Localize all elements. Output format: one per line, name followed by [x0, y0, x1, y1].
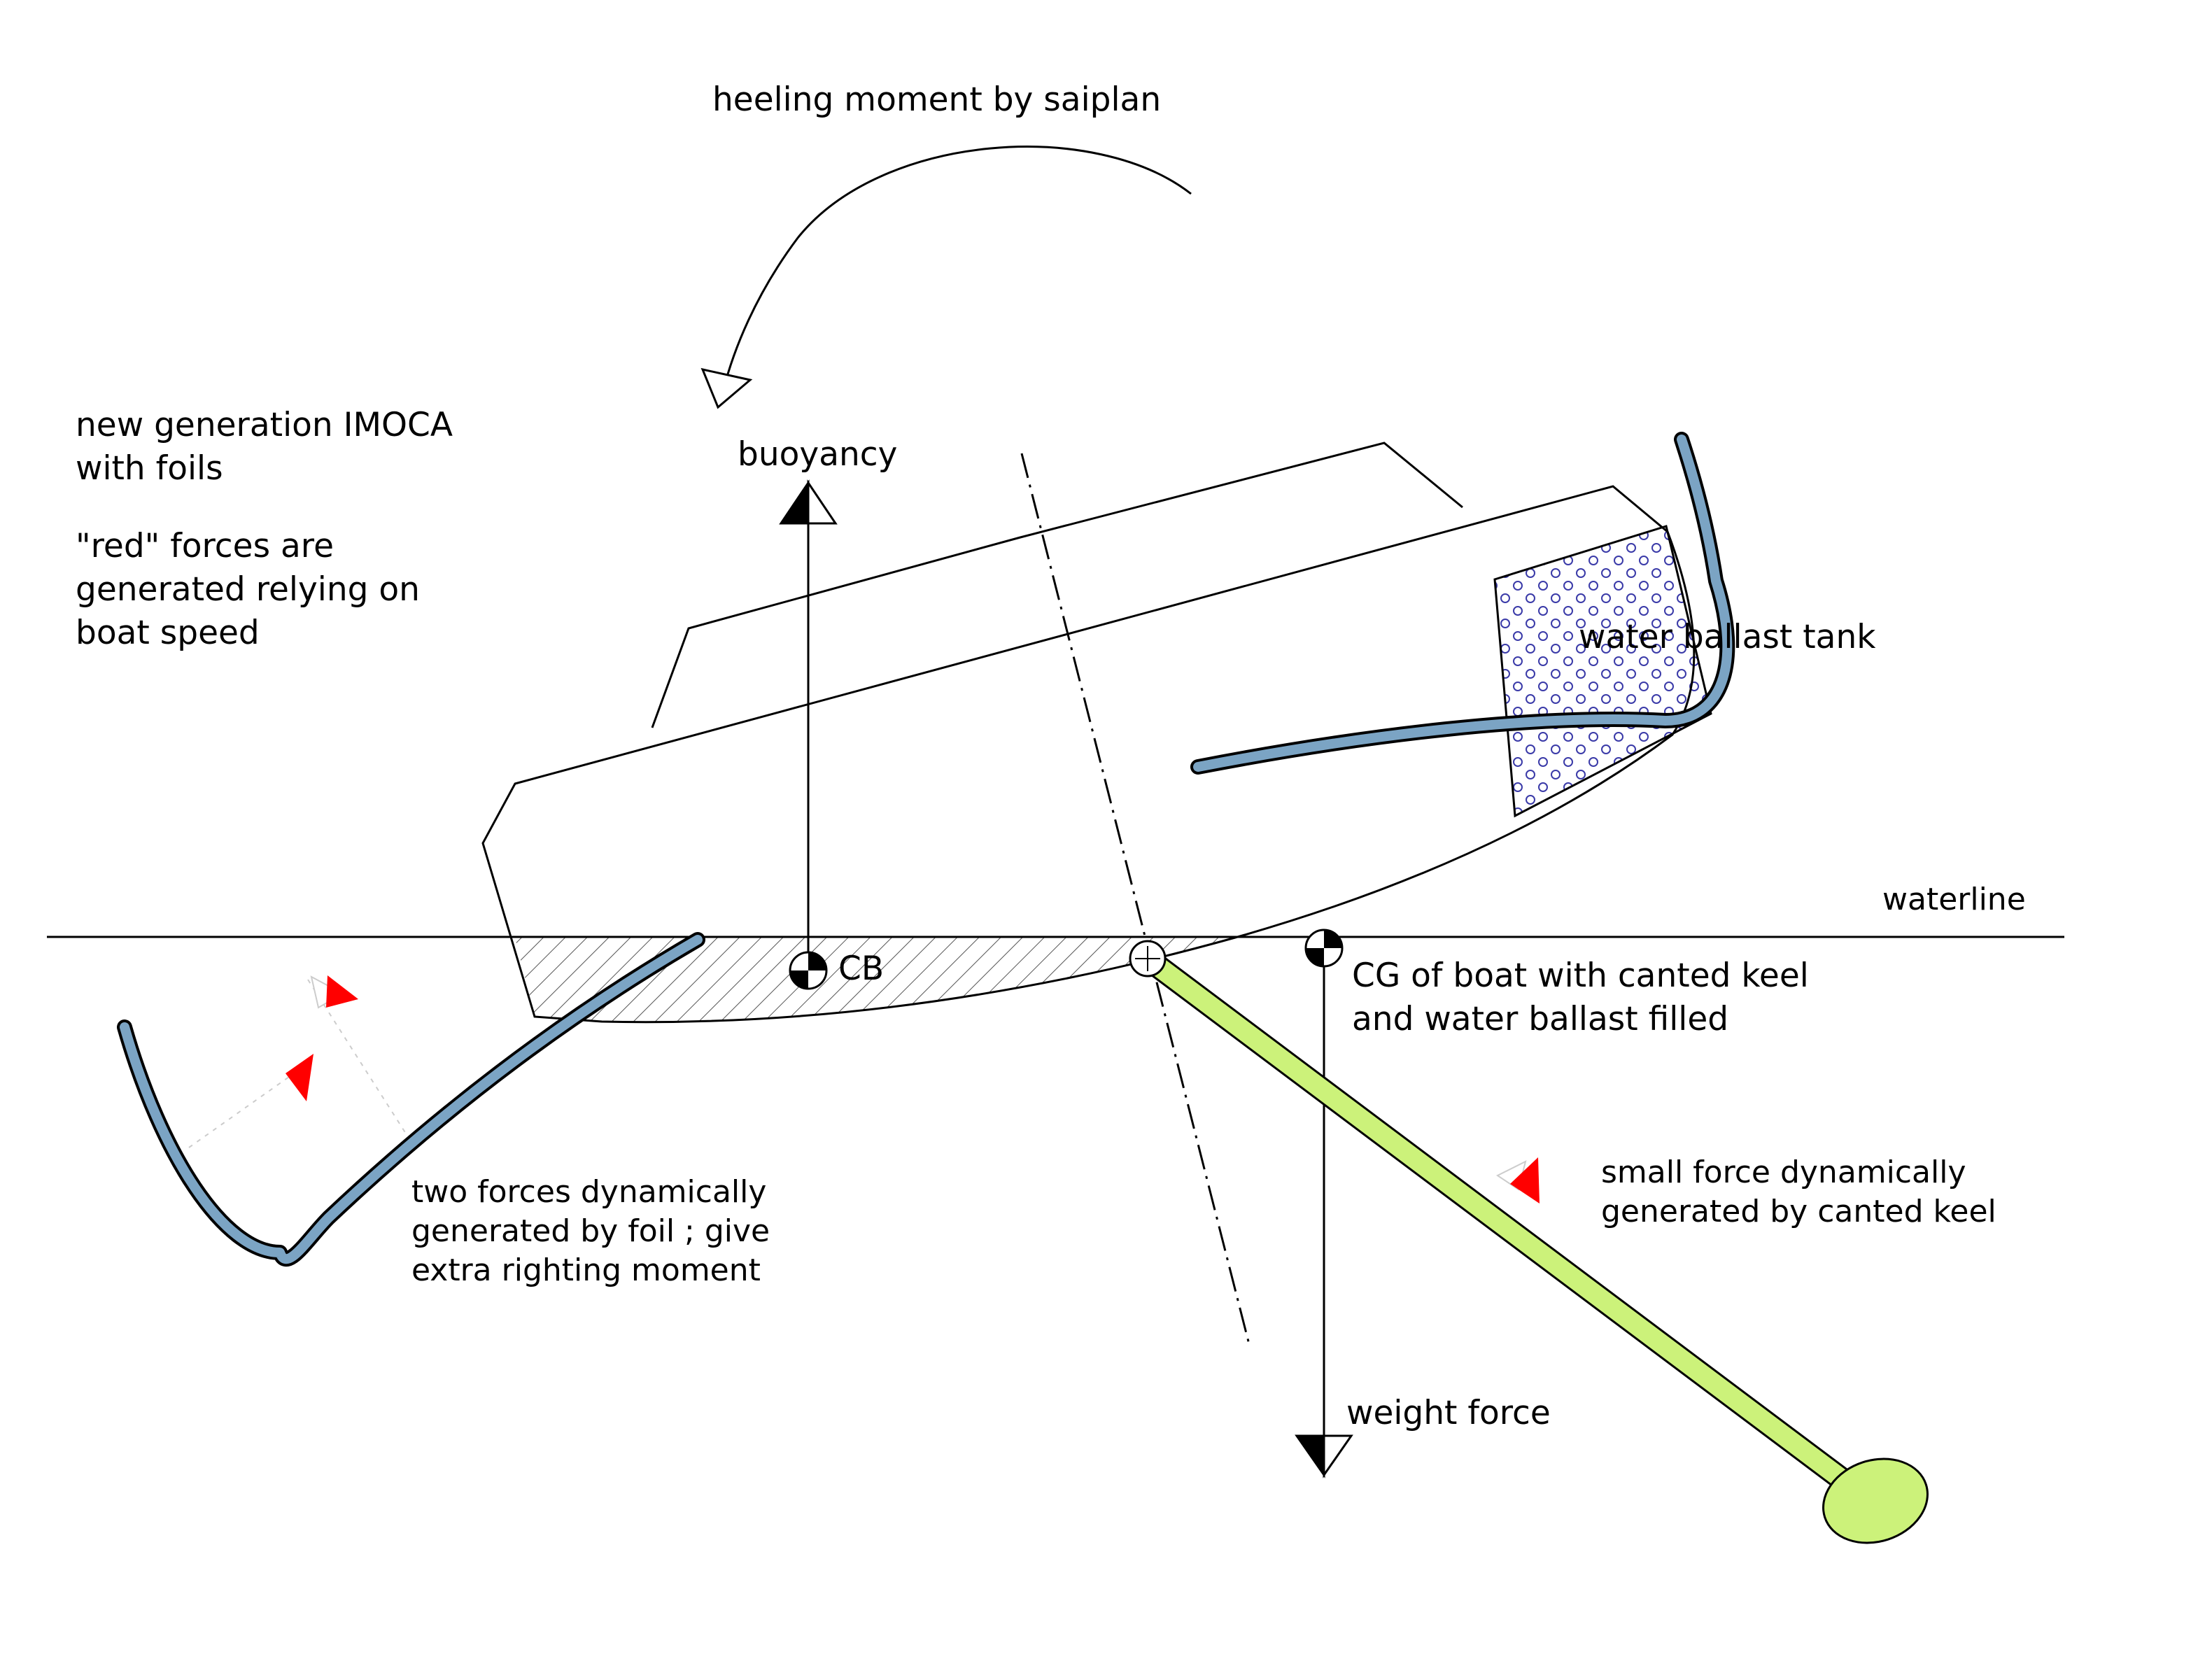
red-forces-note-line-1: "red" forces are: [76, 527, 334, 565]
cg-label-line-2: and water ballast filled: [1352, 1000, 1728, 1038]
weight-arrowhead-black: [1295, 1434, 1325, 1478]
foil-forces-note-line-1: two forces dynamically: [411, 1174, 766, 1210]
title-line-2: with foils: [76, 449, 223, 488]
foil-dynamic-force-lower: [188, 1054, 314, 1148]
weight-force-label: weight force: [1346, 1394, 1551, 1432]
submerged-hull-area: [515, 938, 1235, 1022]
foil-forces-note-line-2: generated by foil ; give: [411, 1213, 770, 1249]
foil-dynamic-force-upper: [307, 975, 407, 1134]
center-of-gravity-marker: [1304, 929, 1344, 968]
center-of-buoyancy-marker: [789, 951, 828, 990]
canted-keel-fin: [1141, 950, 1854, 1492]
heeling-moment-arrowhead: [700, 367, 753, 409]
foil-port-fill: [120, 935, 703, 1264]
title-line-1: new generation IMOCA: [76, 406, 453, 444]
keel-force-note-line-2: generated by canted keel: [1601, 1194, 1996, 1229]
hull-outline: [481, 485, 1696, 1024]
keel-dynamic-force: [1496, 1157, 1540, 1203]
cg-label-line-1: CG of boat with canted keel: [1352, 957, 1809, 995]
buoyancy-arrowhead-white: [807, 479, 838, 525]
red-forces-note-line-3: boat speed: [76, 614, 260, 652]
buoyancy-arrowhead-black: [779, 479, 810, 525]
foil-starboard-fill: [1193, 435, 1733, 772]
keel-force-note-line-1: small force dynamically: [1601, 1155, 1966, 1190]
buoyancy-label: buoyancy: [738, 435, 897, 474]
weight-arrowhead-white: [1323, 1434, 1353, 1478]
boat-centerline: [1020, 453, 1251, 1348]
water-ballast-tank: [1493, 525, 1712, 818]
keel-bulb: [1822, 1457, 1929, 1544]
deckhouse-outline: [651, 442, 1463, 728]
foil-forces-note-line-3: extra righting moment: [411, 1252, 761, 1288]
water-ballast-tank-label: water ballast tank: [1579, 618, 1876, 656]
waterline-label: waterline: [1882, 882, 2026, 917]
cb-label: CB: [838, 950, 884, 988]
red-forces-note-line-2: generated relying on: [76, 570, 420, 609]
heeling-moment-arc: [721, 146, 1192, 393]
heeling-moment-label: heeling moment by saiplan: [712, 80, 1161, 119]
